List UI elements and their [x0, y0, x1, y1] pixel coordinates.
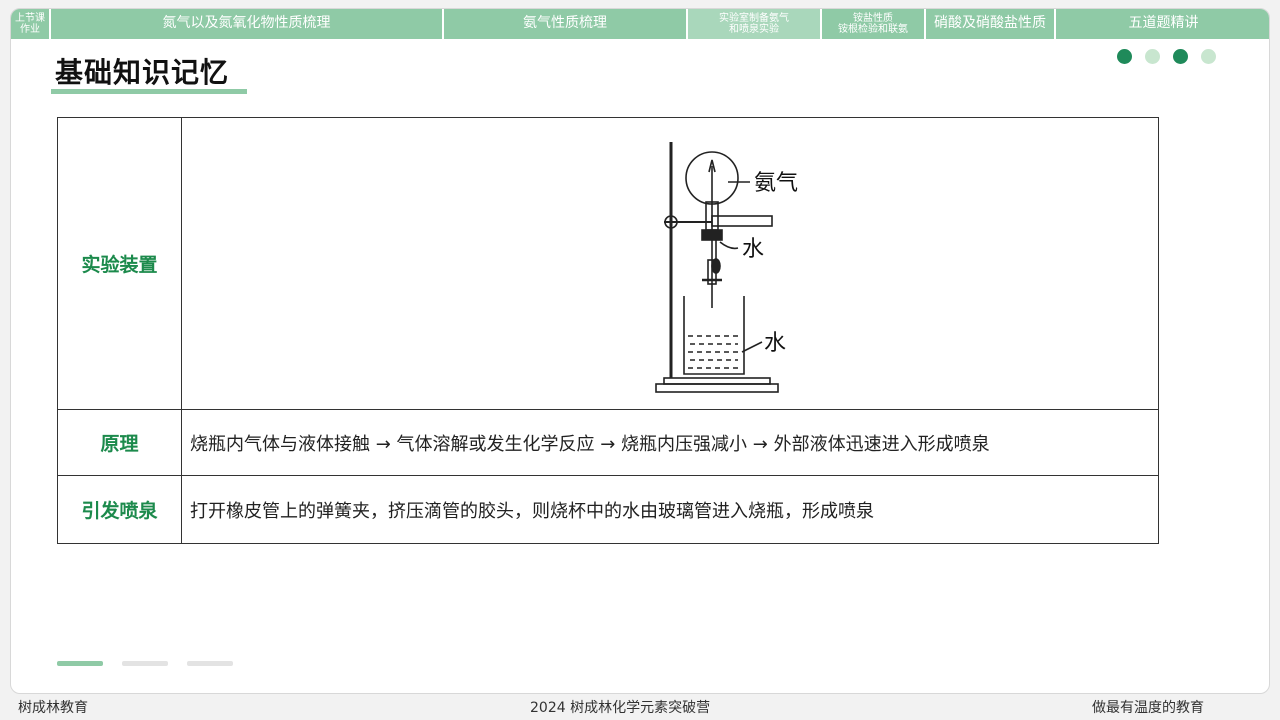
footer-right: 做最有温度的教育 — [1092, 700, 1204, 716]
beaker — [683, 296, 745, 375]
tab-label: 铵盐性质 铵根检验和联氨 — [838, 13, 908, 35]
bottom-progress-bars — [57, 661, 233, 666]
footer-left: 树成林教育 — [18, 700, 88, 716]
tab-five-questions[interactable]: 五道题精讲 — [1056, 9, 1269, 39]
page-dot[interactable] — [1145, 49, 1160, 64]
tab-nitrogen-oxides[interactable]: 氮气以及氮氧化物性质梳理 — [51, 9, 444, 39]
page-dot[interactable] — [1117, 49, 1132, 64]
progress-bar-segment — [187, 661, 233, 666]
heading-title: 基础知识记忆 — [55, 56, 230, 89]
tab-ammonia-properties[interactable]: 氨气性质梳理 — [444, 9, 688, 39]
tab-label: 实验室制备氨气 和喷泉实验 — [719, 13, 789, 35]
leader-water-bottom — [741, 341, 763, 353]
table-row: 引发喷泉 打开橡皮管上的弹簧夹，挤压滴管的胶头，则烧杯中的水由玻璃管进入烧瓶，形… — [57, 475, 1159, 544]
tab-last-homework[interactable]: 上节课 作业 — [11, 9, 51, 39]
row-head-principle: 原理 — [57, 409, 182, 476]
page-dot[interactable] — [1201, 49, 1216, 64]
clamp-arm — [711, 215, 773, 227]
table-row: 实验装置 — [57, 117, 1159, 410]
tab-nitric-acid[interactable]: 硝酸及硝酸盐性质 — [926, 9, 1056, 39]
footer: 树成林教育 2024 树成林化学元素突破营 做最有温度的教育 — [0, 697, 1280, 720]
row-head-trigger-fountain: 引发喷泉 — [57, 475, 182, 544]
row-body-principle: 烧瓶内气体与液体接触 → 气体溶解或发生化学反应 → 烧瓶内压强减小 → 外部液… — [181, 409, 1159, 476]
stand-base — [655, 383, 779, 393]
row-head-apparatus: 实验装置 — [57, 117, 182, 410]
tab-label: 氨气性质梳理 — [523, 15, 607, 32]
progress-bar-segment — [122, 661, 168, 666]
top-nav-tabs: 上节课 作业 氮气以及氮氧化物性质梳理 氨气性质梳理 实验室制备氨气 和喷泉实验… — [11, 9, 1269, 39]
section-heading: 基础知识记忆 — [51, 51, 247, 94]
tab-label: 上节课 作业 — [15, 13, 45, 35]
page-dot[interactable] — [1173, 49, 1188, 64]
row-body-trigger-fountain: 打开橡皮管上的弹簧夹，挤压滴管的胶头，则烧杯中的水由玻璃管进入烧瓶，形成喷泉 — [181, 475, 1159, 544]
tab-label: 硝酸及硝酸盐性质 — [934, 15, 1046, 32]
stopper — [701, 229, 723, 241]
leader-water-top — [719, 241, 739, 250]
tab-ammonia-lab-fountain[interactable]: 实验室制备氨气 和喷泉实验 — [688, 9, 822, 39]
apparatus-figure-cell: 氨气 水 水 — [181, 117, 1159, 410]
footer-center: 2024 树成林化学元素突破营 — [530, 700, 711, 716]
heading-underline — [51, 89, 247, 94]
slide: 上节课 作业 氮气以及氮氧化物性质梳理 氨气性质梳理 实验室制备氨气 和喷泉实验… — [10, 8, 1270, 694]
knowledge-table: 实验装置 — [57, 117, 1159, 544]
fountain-apparatus-diagram: 氨气 水 水 — [655, 142, 798, 393]
progress-bar-segment — [57, 661, 103, 666]
label-ammonia: 氨气 — [754, 171, 798, 196]
tab-label: 氮气以及氮氧化物性质梳理 — [162, 15, 331, 32]
label-water-bottom: 水 — [764, 331, 786, 356]
stand-base-top — [663, 377, 771, 385]
tab-ammonium-salts[interactable]: 铵盐性质 铵根检验和联氨 — [822, 9, 926, 39]
tab-label: 五道题精讲 — [1128, 15, 1199, 32]
label-water-top: 水 — [742, 237, 764, 262]
table-row: 原理 烧瓶内气体与液体接触 → 气体溶解或发生化学反应 → 烧瓶内压强减小 → … — [57, 409, 1159, 476]
page-dots — [1117, 49, 1216, 64]
